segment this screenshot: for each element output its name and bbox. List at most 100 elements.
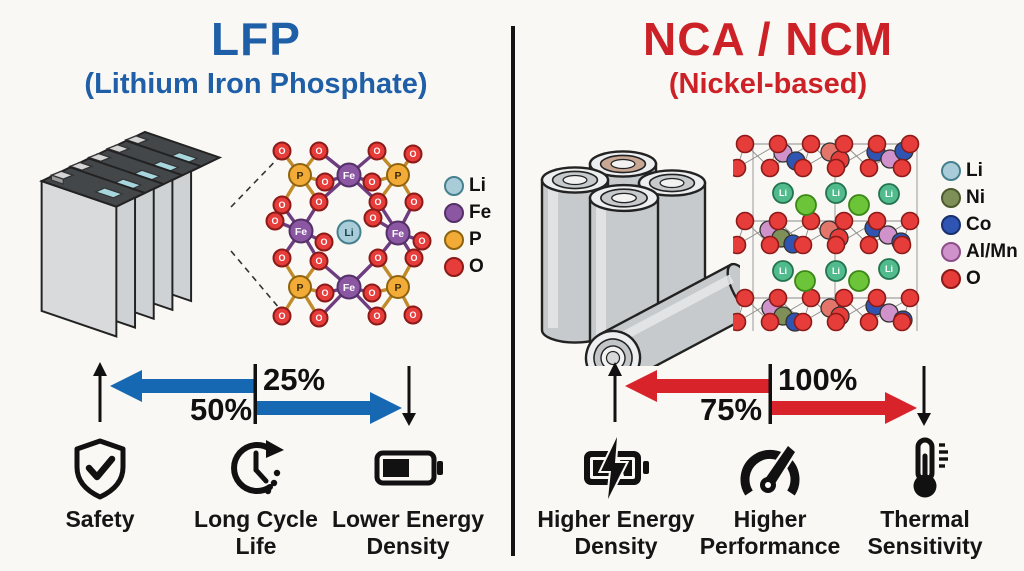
up-arrow-head <box>93 362 107 376</box>
atom-o <box>892 158 912 178</box>
legend-label: P <box>469 228 482 250</box>
atom-o <box>362 283 382 303</box>
cell-top-inner <box>610 158 636 170</box>
atom-o <box>900 134 920 154</box>
tick-line <box>768 364 772 424</box>
atom-o <box>367 306 387 326</box>
feature-line: Sensitivity <box>867 533 983 560</box>
nca-left-percent: 75% <box>700 392 763 427</box>
atom-o <box>859 235 879 255</box>
legend-label: Fe <box>469 201 492 223</box>
legend-label: Co <box>966 213 992 235</box>
atom-label: O <box>373 311 380 321</box>
right-thick-arrow <box>257 392 402 424</box>
prismatic-cell-pack-illustration <box>39 130 223 338</box>
atom-li <box>878 258 900 280</box>
legend-label: Ni <box>966 186 985 208</box>
atom-li <box>825 182 847 204</box>
left-thick-arrow <box>110 370 255 402</box>
atom-o <box>768 134 788 154</box>
feature-thermal-sensitivity: Thermal Sensitivity <box>830 436 1020 560</box>
atom-li-green <box>848 194 870 216</box>
atom-label: O <box>374 197 381 207</box>
atom-label: Fe <box>343 170 355 182</box>
atom-label: O <box>278 146 285 156</box>
cell-front-face <box>40 179 118 338</box>
atom-o <box>826 235 846 255</box>
lfp-tradeoff-arrows <box>93 362 416 426</box>
feature-label: Higher Performance <box>675 506 865 560</box>
battery-half-icon <box>374 450 443 486</box>
cell-vent <box>94 187 124 199</box>
legend-swatch <box>444 229 464 250</box>
down-arrow-head <box>402 413 416 426</box>
shield-check-icon <box>74 438 126 500</box>
atom-li-green <box>795 194 817 216</box>
atom-o <box>892 235 912 255</box>
feature-lower-energy-density: Lower Energy Density <box>313 436 503 560</box>
atom-label: Fe <box>295 226 307 238</box>
atom-o <box>363 208 383 228</box>
atom-label: O <box>409 149 416 159</box>
atom-label: Fe <box>343 282 355 294</box>
atom-o <box>768 288 788 308</box>
cylindrical-cell-pack-illustration <box>540 150 740 366</box>
cell-top-inner <box>659 177 685 189</box>
feature-line: Thermal <box>880 506 970 532</box>
cell-top-inner <box>611 192 637 204</box>
atom-o <box>315 172 335 192</box>
feature-higher-performance: Higher Performance <box>675 436 865 560</box>
atom-label: Li <box>885 189 893 199</box>
lfp-right-percent: 25% <box>263 362 326 397</box>
up-arrow-head <box>608 362 622 376</box>
atom-o <box>403 305 423 325</box>
atom-p <box>288 275 312 299</box>
cycle-clock-icon <box>231 440 284 495</box>
atom-fe <box>288 218 314 244</box>
atom-label: O <box>278 311 285 321</box>
lfp-title: LFP <box>211 13 301 65</box>
atom-li <box>825 260 847 282</box>
atom-label: Li <box>779 266 787 276</box>
cell-highlight <box>596 204 606 340</box>
atom-o <box>735 134 755 154</box>
atom-label: P <box>394 282 401 294</box>
atom-label: Fe <box>392 228 404 240</box>
atom-o <box>309 308 329 328</box>
atom-label: O <box>315 256 322 266</box>
atom-o <box>793 235 813 255</box>
legend-swatch <box>444 256 464 277</box>
atom-p <box>386 275 410 299</box>
cell-highlight <box>548 186 558 328</box>
atom-o <box>735 211 755 231</box>
atom-o <box>826 158 846 178</box>
atom-o <box>309 192 329 212</box>
atom-o <box>412 231 432 251</box>
atom-o <box>760 235 780 255</box>
nca-subtitle: (Nickel-based) <box>668 68 868 100</box>
atom-o <box>867 134 887 154</box>
atom-li <box>772 260 794 282</box>
atom-p <box>386 163 410 187</box>
atom-li-green <box>848 270 870 292</box>
feature-label: Thermal Sensitivity <box>830 506 1020 560</box>
feature-line: Performance <box>699 533 841 560</box>
feature-line: Higher Energy <box>537 506 695 532</box>
legend-item: Fe <box>444 199 491 226</box>
feature-label: Lower Energy Density <box>313 506 503 560</box>
atom-o <box>265 211 285 231</box>
atom-o <box>272 141 292 161</box>
lfp-left-percent: 50% <box>190 392 253 427</box>
atom-label: O <box>418 236 425 246</box>
nca-right-percent: 100% <box>778 362 858 397</box>
legend-swatch <box>941 214 961 235</box>
legend-label: O <box>469 255 484 277</box>
battery-bolt-icon <box>584 436 649 500</box>
atom-label: O <box>271 216 278 226</box>
legend-item: Li <box>941 157 1018 184</box>
atom-o <box>801 288 821 308</box>
legend-label: O <box>966 267 981 289</box>
